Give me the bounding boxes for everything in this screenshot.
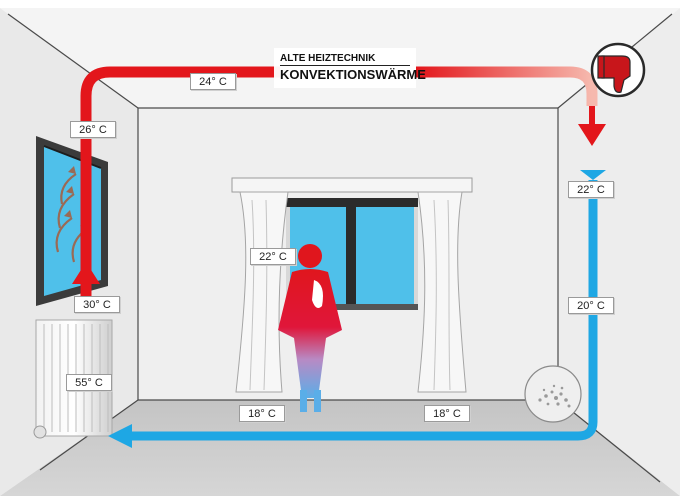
temp-person-head: 22° C [250,248,296,265]
temp-floor-left: 18° C [239,405,285,422]
person [278,244,342,412]
temp-right-wall-mid: 20° C [568,297,614,314]
person-hand [312,280,323,308]
temp-ceiling: 24° C [190,73,236,90]
title-small: ALTE HEIZTECHNIK [280,53,376,64]
temp-right-wall-top: 22° C [568,181,614,198]
person-head [298,244,322,268]
cool-air-flow [108,170,606,448]
down-arrow-icon [578,124,606,146]
temp-radiator: 55° C [66,374,112,391]
warm-air-flow [72,66,606,300]
title-box: ALTE HEIZTECHNIK KONVEKTIONSWÄRME [274,48,426,88]
title-big: KONVEKTIONSWÄRME [280,65,426,82]
dust-magnifier [524,365,582,423]
temp-floor-right: 18° C [424,405,470,422]
floor [0,400,680,496]
temp-window-top: 26° C [70,121,116,138]
rising-heat-streaks [55,173,89,263]
thumbs-down-icon [590,42,646,98]
left-arrow-icon [108,424,132,448]
temp-window-bottom: 30° C [74,296,120,313]
up-arrow-icon [72,262,100,284]
